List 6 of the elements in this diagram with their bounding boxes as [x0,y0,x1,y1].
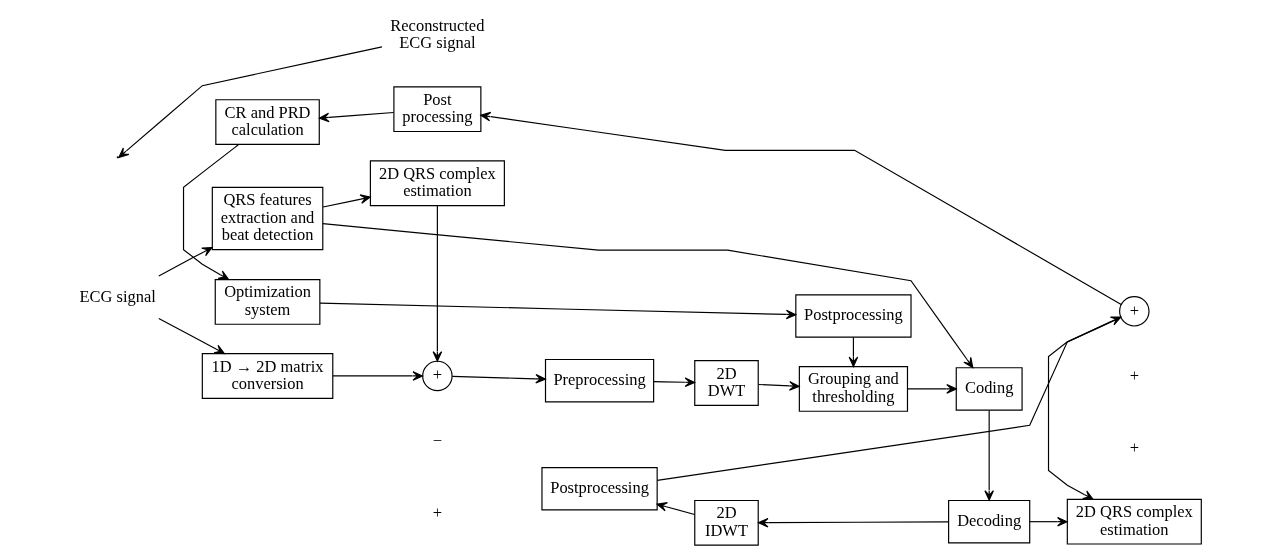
node-text: ECG signal [79,286,156,306]
label: + [1129,438,1139,458]
node-text: Reconstructed ECG signal [390,15,485,53]
label: + [1129,366,1139,386]
label: − [432,431,443,451]
label: + [432,502,443,522]
